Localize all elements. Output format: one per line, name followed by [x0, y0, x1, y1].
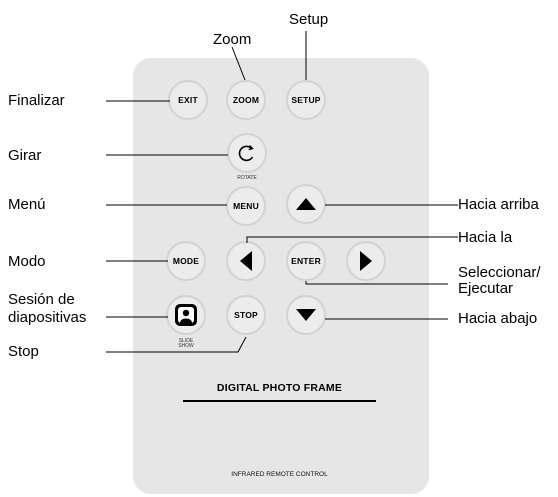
label-girar: Girar [8, 147, 42, 164]
slideshow-caption-1: SLIDE [178, 338, 194, 344]
mode-button-label: MODE [172, 256, 200, 266]
rotate-icon [238, 145, 254, 162]
left-button[interactable] [226, 241, 266, 281]
label-seleccionar-1: Seleccionar/ [458, 264, 541, 281]
rotate-button[interactable] [227, 133, 267, 173]
menu-button[interactable]: MENU [226, 186, 266, 226]
label-modo: Modo [8, 253, 46, 270]
setup-button[interactable]: SETUP [286, 80, 326, 120]
rotate-caption: ROTATE [237, 175, 257, 181]
label-finalizar: Finalizar [8, 92, 65, 109]
label-setup: Setup [289, 11, 329, 28]
label-sesion-2: diapositivas [8, 309, 87, 326]
enter-button[interactable]: ENTER [286, 241, 326, 281]
label-hacia-abajo: Hacia abajo [458, 310, 538, 327]
enter-button-label: ENTER [291, 256, 321, 266]
exit-button-label: EXIT [178, 95, 198, 105]
line-seleccionar [305, 281, 448, 285]
zoom-button-label: ZOOM [232, 95, 260, 105]
line-hacia-la [246, 236, 458, 243]
exit-button[interactable]: EXIT [168, 80, 208, 120]
slideshow-caption-2: SHOW [178, 343, 194, 349]
zoom-button[interactable]: ZOOM [226, 80, 266, 120]
arrow-right-icon [360, 251, 372, 271]
remote-footer: INFRARED REMOTE CONTROL [231, 471, 328, 478]
up-button[interactable] [286, 184, 326, 224]
label-hacia-la: Hacia la [458, 229, 513, 246]
down-button[interactable] [286, 295, 326, 335]
label-hacia-arriba: Hacia arriba [458, 196, 539, 213]
arrow-up-icon [296, 198, 316, 210]
label-menu: Menú [8, 196, 46, 213]
label-sesion-1: Sesión de [8, 291, 75, 308]
setup-button-label: SETUP [291, 95, 321, 105]
menu-button-label: MENU [233, 201, 259, 211]
remote-title: DIGITAL PHOTO FRAME [216, 382, 343, 394]
label-seleccionar-2: Ejecutar [458, 280, 514, 297]
arrow-down-icon [296, 309, 316, 321]
label-zoom: Zoom [213, 31, 252, 48]
line-stop [106, 336, 247, 353]
right-button[interactable] [346, 241, 386, 281]
label-stop: Stop [8, 343, 39, 360]
title-underline [183, 400, 376, 402]
slideshow-button[interactable] [166, 295, 206, 335]
line-zoom [231, 46, 246, 81]
arrow-left-icon [240, 251, 252, 271]
stop-button[interactable]: STOP [226, 295, 266, 335]
stop-button-label: STOP [234, 310, 258, 320]
slideshow-icon [175, 304, 197, 326]
